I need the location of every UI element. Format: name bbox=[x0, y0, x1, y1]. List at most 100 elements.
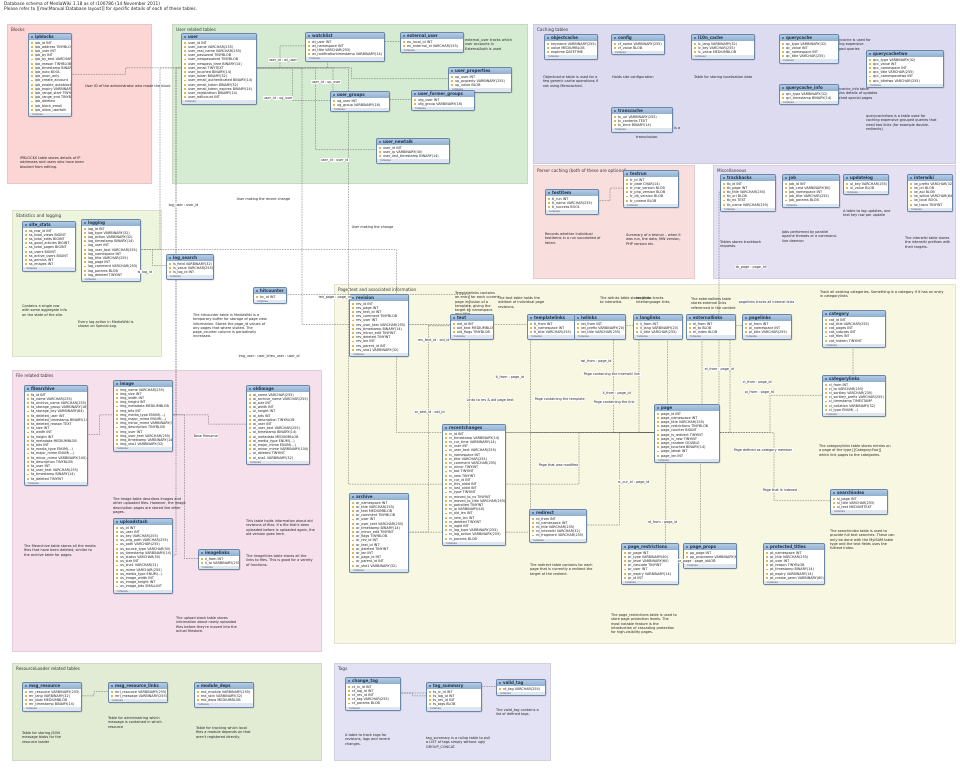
table-field: tc_contents TEXT bbox=[612, 119, 672, 123]
table-field: iw_wikiid VARCHAR(64) bbox=[908, 194, 952, 198]
table-title: trackbacks bbox=[721, 175, 775, 181]
table-field: img_size INT bbox=[114, 392, 172, 396]
table-field: rc_this_oldid INT bbox=[443, 482, 505, 486]
table-field: qci_type VARBINARY(32) bbox=[780, 92, 838, 96]
indexes-footer: Indexes bbox=[199, 565, 239, 570]
table-field: log_user INT bbox=[82, 243, 140, 247]
edge-label: Base filename bbox=[193, 434, 219, 438]
table-field: ufg_group VARBINARY(16) bbox=[412, 102, 474, 106]
note-l10n: Table for storing localisation data bbox=[694, 75, 753, 79]
table-field: rev_parent_id INT bbox=[350, 344, 408, 348]
table-field: ipb_allow_usertalk bbox=[29, 108, 71, 112]
table-field: rc_new TINYINT bbox=[443, 474, 505, 478]
region-caching: Caching tables bbox=[533, 24, 956, 164]
table-field: cl_collation VARBINARY(32) bbox=[823, 404, 885, 408]
relationship-line bbox=[504, 432, 654, 485]
note-testrun: Summary of a testrun - when it was run, … bbox=[626, 233, 681, 246]
table-title: module_deps bbox=[195, 683, 253, 689]
table-field: page_counter BIGINT bbox=[655, 428, 719, 432]
table-title: text bbox=[451, 315, 493, 321]
note-updatelog: A table to log updates, one text key row… bbox=[843, 209, 891, 218]
relationship-line bbox=[407, 432, 654, 533]
note-trackbacks: Tables stores trackback requests. bbox=[720, 240, 762, 249]
relationship-line bbox=[255, 67, 376, 151]
table-field: user_real_name VARCHAR(255) bbox=[182, 49, 256, 53]
relationship-line bbox=[80, 691, 108, 697]
indexes-footer: Indexes bbox=[25, 481, 87, 486]
table-field: wl_namespace INT bbox=[306, 44, 384, 48]
table-field: rc_title VARCHAR(255) bbox=[443, 457, 505, 461]
table-field: rev_len INT bbox=[350, 339, 408, 343]
table-field: img_metadata MEDIUMBLOB bbox=[114, 404, 172, 408]
indexes-footer: Indexes bbox=[823, 412, 885, 417]
table-field: ar_title VARCHAR(255) bbox=[350, 505, 408, 509]
relationship-line bbox=[585, 432, 654, 526]
edge-label: Page containing the interwiki link bbox=[583, 372, 641, 376]
table-field: tl_title VARCHAR(255) bbox=[528, 330, 574, 334]
region-label: Caching tables bbox=[537, 27, 569, 32]
table-field: rc_bot TINYINT bbox=[443, 469, 505, 473]
edge-label: img_user : user_id bbox=[238, 354, 271, 358]
table-field: ipb_block_email bbox=[29, 104, 71, 108]
table-field: oi_metadata MEDIUMBLOB bbox=[247, 435, 309, 439]
region-resource: ResourceLoader related tables bbox=[12, 663, 322, 761]
table-field: ti_success BOOL bbox=[546, 205, 598, 209]
table-field: ti_run INT bbox=[546, 197, 598, 201]
